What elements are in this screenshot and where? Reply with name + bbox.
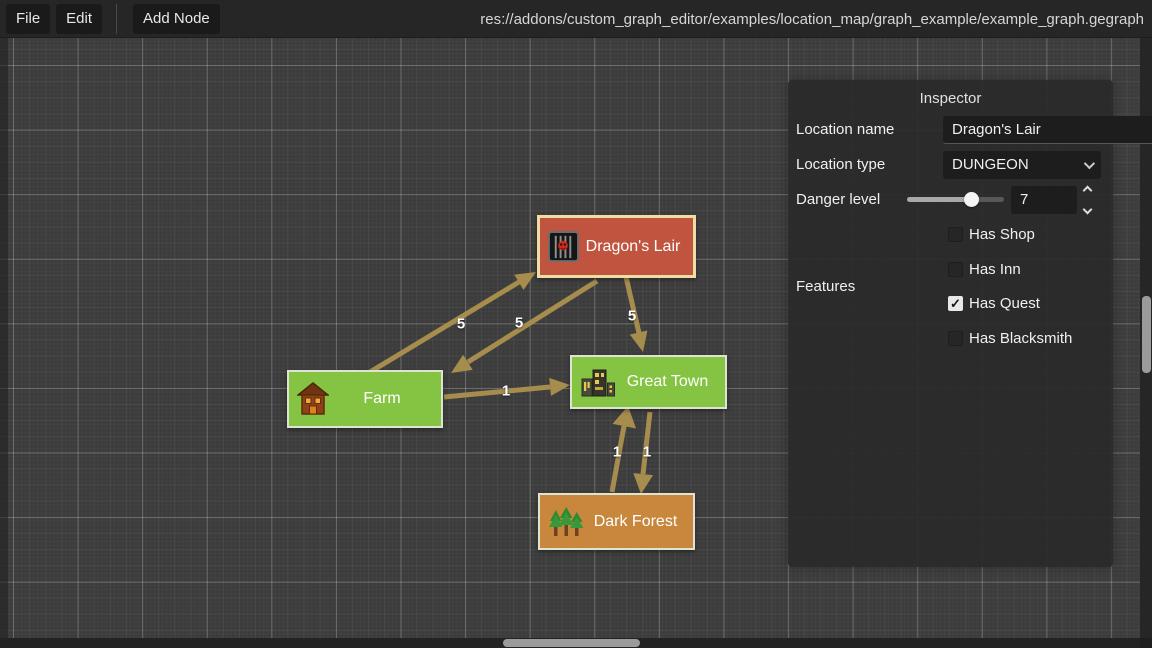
danger-level-spinner	[1082, 185, 1093, 214]
edge-dragons-lair-to-great-town[interactable]	[623, 276, 648, 352]
feature-has-quest[interactable]: ✓ Has Quest	[943, 286, 1101, 321]
spin-down-icon[interactable]	[1082, 204, 1093, 214]
edge-weight-label: 5	[456, 315, 466, 333]
checkmark-icon: ✓	[950, 296, 961, 312]
canvas-left-edge	[0, 38, 8, 638]
location-name-label: Location name	[796, 121, 895, 138]
node-label: Dark Forest	[593, 512, 678, 530]
checkbox-checked[interactable]: ✓	[948, 296, 963, 312]
toolbar: File Edit Add Node res://addons/custom_g…	[0, 0, 1152, 38]
checkbox-unchecked[interactable]	[948, 330, 963, 346]
location-type-value: DUNGEON	[952, 156, 1029, 173]
file-menu-button[interactable]: File	[6, 3, 51, 34]
vertical-scrollbar-handle[interactable]	[1142, 296, 1151, 373]
edge-dragons-lair-to-farm[interactable]	[451, 278, 599, 373]
danger-level-input[interactable]	[1011, 185, 1077, 214]
location-type-label: Location type	[796, 156, 886, 173]
add-node-button[interactable]: Add Node	[133, 3, 220, 34]
feature-has-shop[interactable]: Has Shop	[943, 217, 1101, 252]
edge-dark-forest-to-great-town[interactable]	[609, 406, 637, 493]
danger-level-label: Danger level	[796, 191, 881, 208]
edge-weight-label: 1	[501, 382, 511, 400]
file-path-label: res://addons/custom_graph_editor/example…	[480, 10, 1144, 28]
edge-weight-label: 5	[627, 307, 637, 325]
edge-farm-to-great-town[interactable]	[443, 377, 570, 400]
node-great-town[interactable]: Great Town	[570, 355, 727, 409]
node-dark-forest[interactable]: Dark Forest	[538, 493, 695, 550]
slider-fill	[907, 197, 972, 202]
danger-level-row: Danger level	[788, 182, 1113, 217]
slider-handle[interactable]	[964, 192, 980, 207]
edges-layer	[335, 272, 654, 494]
edit-menu-button[interactable]: Edit	[56, 3, 103, 34]
location-name-input[interactable]	[943, 115, 1152, 144]
inspector-title: Inspector	[919, 90, 982, 107]
node-label: Farm	[363, 390, 401, 407]
feature-label: Has Quest	[969, 295, 1040, 313]
graph-canvas[interactable]: 5 5 5 1 1 1 Dragon's Lair	[0, 38, 1152, 648]
location-name-row: Location name	[788, 112, 1152, 147]
feature-has-inn[interactable]: Has Inn	[943, 252, 1101, 287]
town-buildings-icon	[580, 366, 616, 398]
edge-weight-label: 1	[642, 443, 652, 461]
feature-label: Has Blacksmith	[969, 329, 1073, 347]
danger-level-slider[interactable]	[907, 192, 1004, 207]
checkbox-unchecked[interactable]	[948, 261, 963, 277]
horizontal-scrollbar-handle[interactable]	[503, 639, 640, 647]
chevron-down-icon	[1083, 157, 1096, 169]
edge-weight-label: 1	[612, 443, 622, 461]
feature-label: Has Shop	[969, 225, 1035, 243]
node-farm[interactable]: Farm	[287, 370, 443, 428]
toolbar-separator	[116, 3, 118, 34]
edge-weight-label: 5	[514, 314, 524, 332]
node-label: Dragon's Lair	[585, 237, 681, 255]
features-label: Features	[796, 277, 856, 295]
location-type-dropdown[interactable]: DUNGEON	[943, 150, 1101, 179]
node-label: Great Town	[626, 373, 709, 390]
feature-has-blacksmith[interactable]: Has Blacksmith	[943, 321, 1101, 356]
edge-great-town-to-dark-forest[interactable]	[633, 411, 654, 494]
farm-house-icon	[297, 382, 329, 416]
checkbox-unchecked[interactable]	[948, 226, 963, 242]
spin-up-icon[interactable]	[1082, 185, 1093, 195]
dungeon-cage-icon	[548, 231, 579, 262]
location-type-row: Location type DUNGEON	[788, 147, 1113, 182]
scrollbar-corner	[1140, 638, 1152, 648]
node-dragons-lair[interactable]: Dragon's Lair	[537, 215, 696, 278]
inspector-panel: Inspector Location name Location type DU…	[788, 80, 1152, 567]
feature-label: Has Inn	[969, 260, 1021, 278]
features-group: Features Has Shop Has Inn ✓ Has Quest	[788, 217, 1113, 356]
forest-trees-icon	[548, 506, 584, 538]
